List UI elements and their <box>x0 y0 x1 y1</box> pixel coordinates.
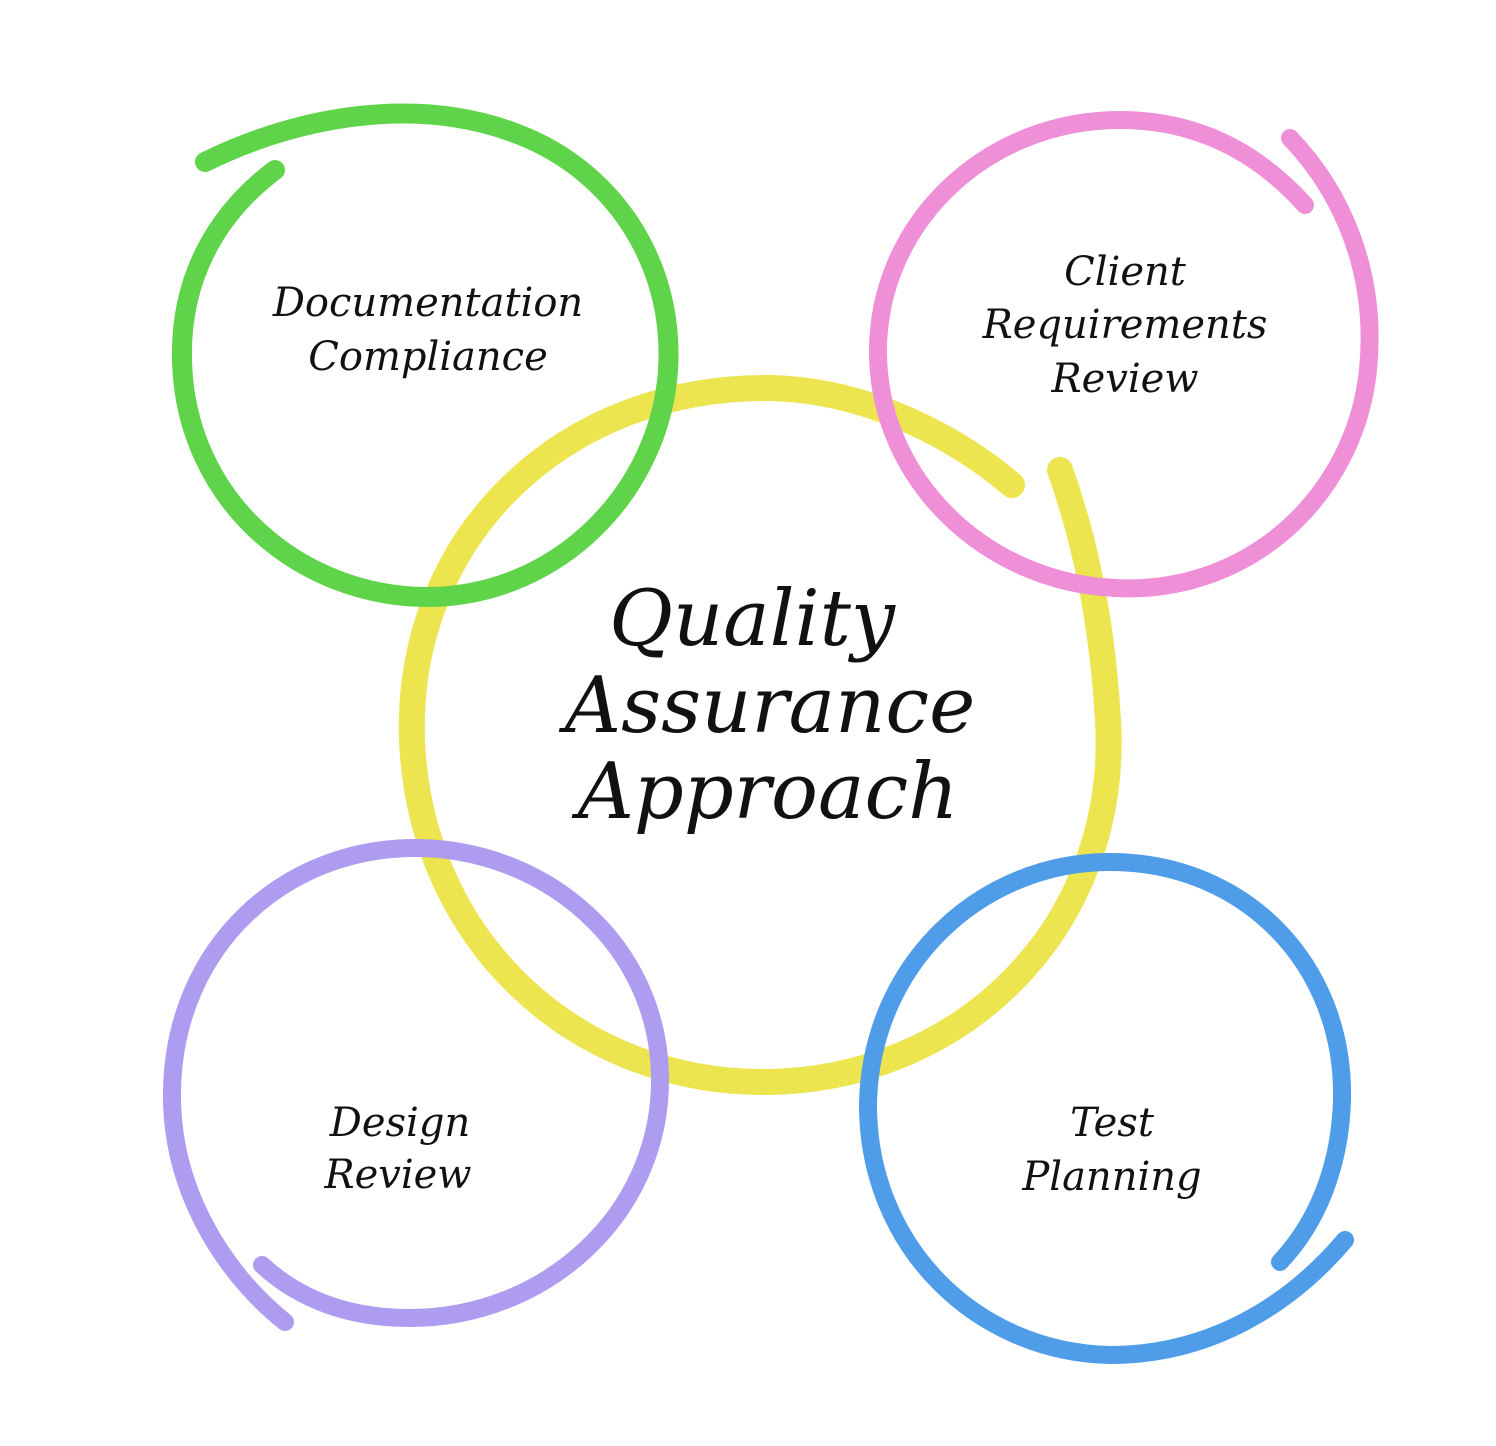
node-documentation-compliance: Documentation Compliance <box>171 103 679 608</box>
documentation-compliance-ring <box>171 103 679 608</box>
node-design-review: Design Review <box>162 838 670 1331</box>
center-label-line-2: Assurance <box>559 661 976 751</box>
client-requirements-review-line-2: Requirements <box>982 302 1268 348</box>
client-requirements-review-line-3: Review <box>1050 356 1198 402</box>
test-planning-line-2: Planning <box>1021 1154 1201 1200</box>
node-client-requirements-review: Client Requirements Review <box>868 110 1379 598</box>
center-node: Quality Assurance Approach <box>398 374 1122 1096</box>
design-review-line-2: Review <box>323 1152 471 1198</box>
test-planning-ring <box>858 852 1354 1365</box>
documentation-compliance-line-1: Documentation <box>272 280 583 326</box>
client-requirements-review-ring <box>868 110 1379 598</box>
client-requirements-review-line-1: Client <box>1064 249 1187 295</box>
node-test-planning: Test Planning <box>858 852 1354 1365</box>
documentation-compliance-line-2: Compliance <box>308 334 548 380</box>
design-review-line-1: Design <box>329 1100 470 1146</box>
test-planning-line-1: Test <box>1070 1100 1155 1146</box>
center-ring <box>398 374 1122 1096</box>
center-label-line-1: Quality <box>609 574 896 664</box>
center-label-line-3: Approach <box>572 747 959 837</box>
design-review-ring <box>162 838 670 1331</box>
